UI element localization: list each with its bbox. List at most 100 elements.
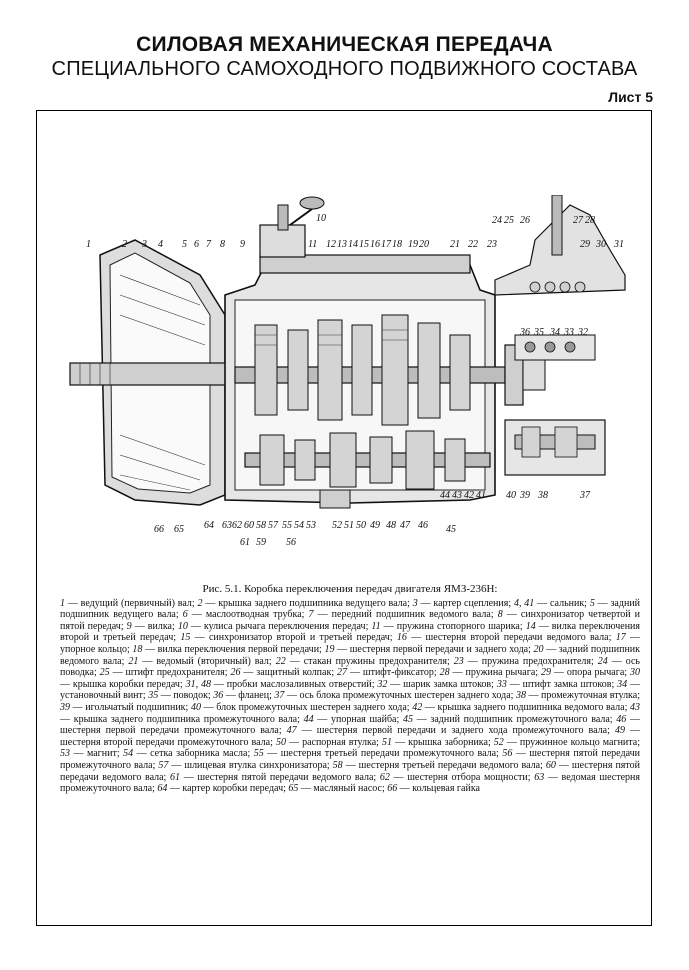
legend-item: 27 — штифт-фиксатор; [337, 667, 440, 678]
callout-38: 38 [537, 490, 548, 501]
callout-48: 48 [386, 520, 396, 531]
callout-30: 30 [595, 239, 606, 250]
legend-item-text: — штифт предохранителя; [109, 667, 231, 679]
callout-14: 14 [348, 239, 358, 250]
legend-item-number: 62 [379, 771, 390, 783]
legend-item-text: — пружина рычага; [449, 667, 541, 679]
legend-item-text: — пружина стопорного шарика; [380, 620, 526, 632]
legend-item: 52 — пружинное кольцо магнита; [494, 737, 640, 748]
legend-item: 55 — шестерня третьей передачи промежуто… [254, 748, 503, 759]
legend-item-text: — сетка заборника масла; [133, 748, 254, 760]
legend-item: 35 — поводок; [148, 690, 213, 701]
legend-item-text: — распорная втулка; [285, 736, 383, 748]
callout-31: 31 [613, 239, 624, 250]
legend-item: 51 — крышка заборника; [382, 737, 494, 748]
legend-item-text: — сальник; [534, 597, 590, 609]
callout-29: 29 [580, 239, 590, 250]
page-title: СИЛОВАЯ МЕХАНИЧЕСКАЯ ПЕРЕДАЧА [136, 33, 553, 56]
legend-item-text: — шестерня первой передачи и заднего ход… [296, 725, 615, 737]
legend-item-text: — шестерня первой передачи и заднего ход… [334, 643, 534, 655]
legend-item: 14 — вилка переключения второй и третьей… [60, 621, 640, 644]
callout-55: 55 [282, 520, 292, 531]
callout-4: 4 [158, 239, 163, 250]
callout-34: 34 [549, 327, 560, 338]
callout-40: 40 [506, 490, 516, 501]
callout-24: 24 [492, 215, 502, 226]
legend-item: 29 — опора рычага; [541, 667, 630, 678]
legend-item: 8 — синхронизатор четвертой и пятой пере… [60, 609, 640, 632]
drawing-frame [36, 110, 652, 926]
legend-item: 18 — вилка переключения первой передачи; [132, 644, 324, 655]
sheet-number: Лист 5 [608, 89, 653, 105]
legend-item-number: 23 [453, 655, 464, 667]
legend-item-text: — шестерня пятой передачи ведомого вала; [60, 759, 640, 783]
legend-item-text: — фланец; [223, 690, 275, 702]
legend-item: 58 — шестерня третьей передачи ведомого … [333, 760, 546, 771]
legend-item: 53 — магнит; [60, 748, 123, 759]
legend-item-number: 46 [616, 713, 627, 725]
legend-item-text: — крышка заднего подшипника ведомого вал… [422, 701, 630, 713]
input-shaft [69, 362, 236, 386]
legend-item-number: 30 [630, 667, 640, 679]
callout-57: 57 [268, 520, 279, 531]
legend-item: 42 — крышка заднего подшипника ведомого … [412, 702, 630, 713]
legend-item-text: — ось поводка; [60, 655, 640, 679]
legend-item-text: — маслоотводная трубка; [187, 609, 309, 621]
legend-item-text: — пружина предохранителя; [463, 655, 598, 667]
legend-item-text: — шестерня пятой передачи промежуточного… [60, 748, 640, 771]
callout-53: 53 [306, 520, 316, 531]
legend-item: 37 — ось блока промежуточных шестерен за… [274, 690, 516, 701]
legend-item-number: 15 [180, 632, 191, 644]
legend-item-text: — промежуточная втулка; [525, 690, 640, 702]
legend-item-number: 6 [182, 609, 188, 621]
legend-item-text: — картер коробки передач; [167, 783, 289, 795]
legend-item-text: — кольцевая гайка [397, 783, 480, 795]
legend-item: 34 — установочный винт; [60, 679, 640, 702]
legend-item-number: 64 [157, 783, 168, 795]
legend-item-text: — шестерня отбора мощности; [389, 771, 535, 783]
legend-item: 50 — распорная втулка; [276, 737, 382, 748]
callout-13: 13 [337, 239, 347, 250]
legend-item-number: 63 [534, 771, 545, 783]
callout-3: 3 [141, 239, 147, 250]
legend-item: 15 — синхронизатор второй и третьей пере… [180, 632, 397, 643]
callout-11: 11 [308, 239, 317, 250]
legend-item-number: 22 [275, 655, 286, 667]
legend-item-text: — штифт-фиксатор; [347, 667, 440, 679]
callout-19: 19 [408, 239, 418, 250]
callout-51: 51 [344, 520, 354, 531]
callout-36: 36 [519, 327, 530, 338]
legend-item-number: 10 [177, 620, 188, 632]
page-subtitle: СПЕЦИАЛЬНОГО САМОХОДНОГО ПОДВИЖНОГО СОСТ… [51, 58, 638, 80]
legend-item: 54 — сетка заборника масла; [123, 748, 254, 759]
callout-21: 21 [450, 239, 460, 250]
legend-item-text: — ведущий (первичный) вал; [65, 597, 198, 609]
legend-item-text: — ведомый (вторичный) вал; [138, 655, 276, 667]
legend-item-text: — блок промежуточных шестерен заднего хо… [200, 701, 413, 713]
legend-item-text: — крышка заднего подшипника промежуточно… [60, 713, 304, 725]
legend-item-text: — задний подшипник ведомого вала; [60, 643, 641, 667]
legend-item: 62 — шестерня отбора мощности; [380, 772, 534, 783]
callout-17: 17 [381, 239, 392, 250]
legend-item-number: 28 [439, 667, 450, 679]
caption-title: Рис. 5.1. Коробка переключения передач д… [202, 583, 498, 595]
legend-item: 19 — шестерня первой передачи и заднего … [324, 644, 533, 655]
top-cover [259, 254, 471, 274]
legend-item: 7 — передний подшипник ведомого вала; [309, 609, 498, 620]
legend-item-number: 1 [60, 597, 65, 609]
legend-item-number: 35 [148, 690, 159, 702]
legend-item-text: — упорная шайба; [313, 713, 403, 725]
legend-item-number: 32 [377, 678, 388, 690]
callout-16: 16 [370, 239, 380, 250]
legend-item: 3 — картер сцепления; [413, 598, 514, 609]
callout-65: 65 [174, 524, 184, 535]
legend-item-number: 40 [190, 701, 201, 713]
legend-item-number: 45 [402, 713, 413, 725]
legend-item-number: 25 [99, 667, 110, 679]
legend-item: 2 — крышка заднего подшипника ведущего в… [198, 598, 413, 609]
legend-item-number: 5 [589, 597, 595, 609]
legend-item-text: — штифт замка штоков; [506, 678, 618, 690]
callout-58: 58 [256, 520, 266, 531]
callout-15: 15 [359, 239, 369, 250]
callout-26: 26 [520, 215, 530, 226]
